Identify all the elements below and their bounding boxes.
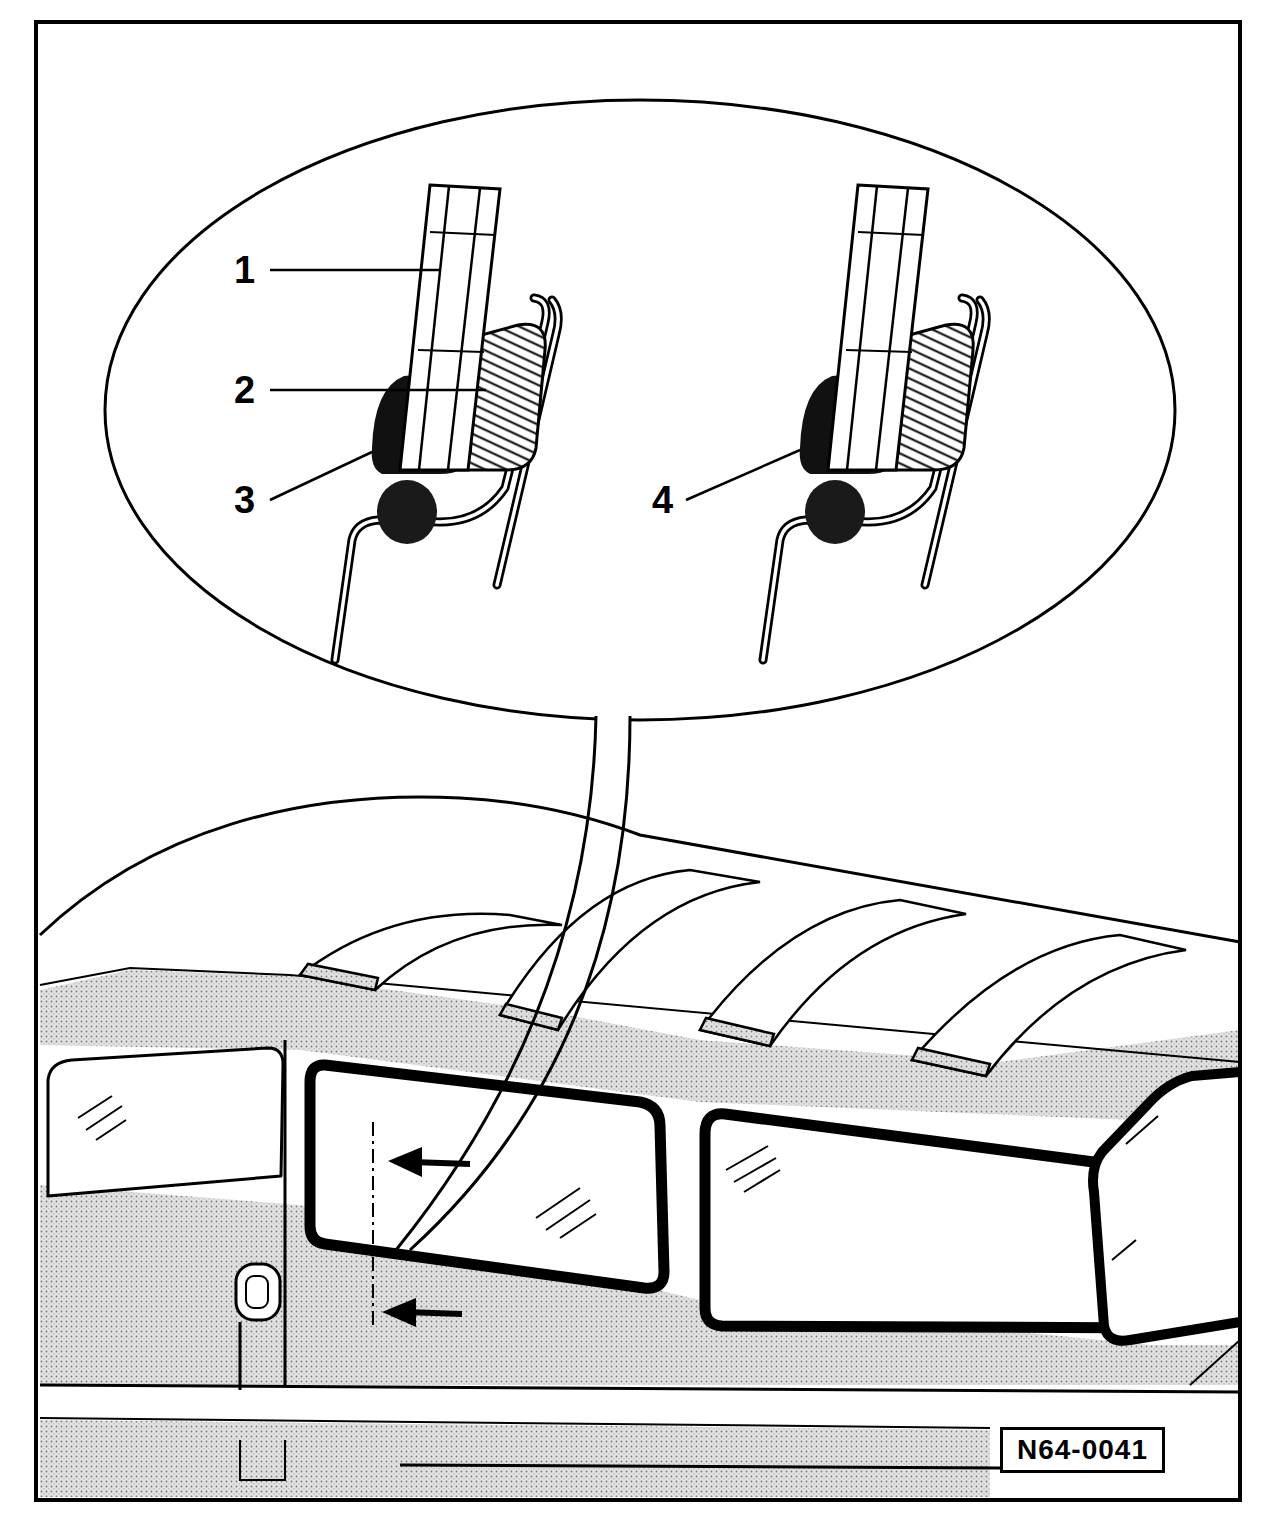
section-marker bbox=[372, 1122, 374, 1330]
door-handle bbox=[236, 1264, 285, 1480]
glass-reflection bbox=[1112, 1240, 1136, 1260]
detail-bubble bbox=[410, 716, 630, 1250]
glass-reflection bbox=[78, 1096, 1158, 1260]
van-window bbox=[284, 1040, 287, 1385]
roof-rib bbox=[912, 935, 1186, 1076]
van-window bbox=[1093, 1072, 1240, 1341]
van-body bbox=[40, 1420, 990, 1497]
figure-number: N64-0041 bbox=[1000, 1427, 1165, 1473]
leader-line bbox=[270, 389, 486, 392]
door-handle bbox=[239, 1322, 242, 1390]
van-window bbox=[310, 1065, 664, 1288]
glass-reflection bbox=[560, 1214, 596, 1238]
section-marker bbox=[382, 1298, 416, 1327]
van-body bbox=[40, 797, 1240, 1497]
van-body bbox=[40, 1385, 1240, 1392]
callout-number: 2 bbox=[234, 371, 255, 409]
roof-rib bbox=[700, 900, 966, 1046]
section-marker bbox=[388, 1147, 422, 1177]
frame bbox=[36, 22, 1240, 1500]
leader-line bbox=[270, 452, 372, 500]
glass-reflection bbox=[78, 1096, 112, 1118]
glass-reflection bbox=[734, 1158, 776, 1182]
glass-reflection bbox=[1126, 1116, 1158, 1144]
door-handle bbox=[240, 1440, 285, 1480]
leader-line bbox=[270, 270, 800, 500]
glass-reflection bbox=[96, 1120, 126, 1140]
roof-rib bbox=[300, 964, 378, 990]
glass-reflection bbox=[744, 1170, 780, 1192]
door-handle bbox=[236, 1264, 280, 1320]
callout-number: 3 bbox=[234, 481, 255, 519]
glass-reflection bbox=[536, 1188, 580, 1218]
roof-rib bbox=[700, 1018, 774, 1046]
detail-bubble bbox=[396, 716, 596, 1250]
detail-bubble bbox=[597, 700, 629, 730]
roof-rib bbox=[300, 870, 1186, 1076]
seal-section bbox=[335, 185, 558, 660]
roof-rib bbox=[912, 1048, 990, 1076]
van-body bbox=[1190, 1340, 1240, 1385]
section-marker bbox=[373, 1122, 470, 1330]
van-window bbox=[48, 1048, 283, 1196]
van-body bbox=[40, 1418, 990, 1428]
van-window bbox=[48, 1040, 1240, 1385]
glass-reflection bbox=[546, 1200, 590, 1230]
van-body bbox=[400, 1465, 1000, 1468]
leader-line bbox=[270, 269, 440, 272]
callout-number: 4 bbox=[652, 481, 673, 519]
leader-line bbox=[686, 450, 800, 500]
seal-section bbox=[763, 185, 986, 660]
detail-bubble bbox=[105, 100, 1175, 720]
door-handle bbox=[246, 1276, 268, 1308]
callout-number: 1 bbox=[234, 251, 255, 289]
detail-bubble bbox=[105, 100, 1175, 1250]
